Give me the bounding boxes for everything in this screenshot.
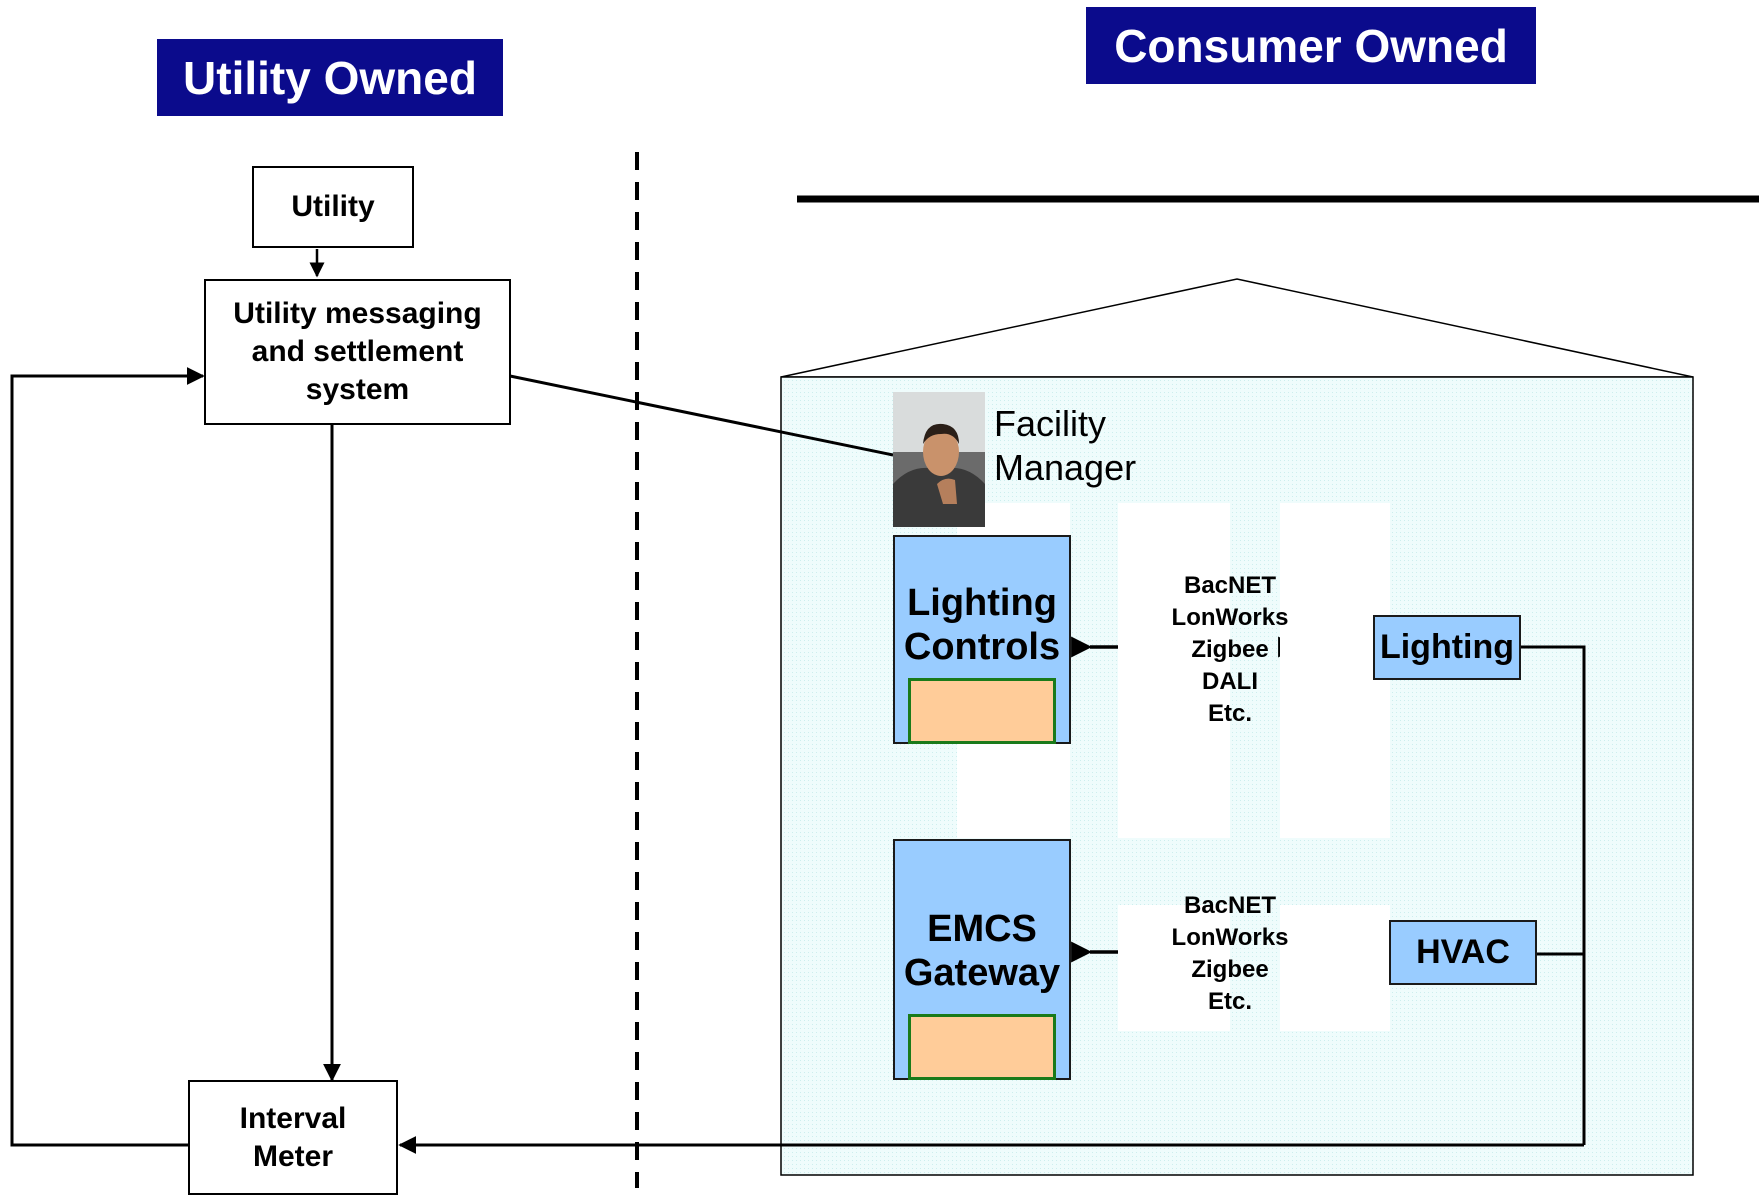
interval-line-2: Meter: [252, 1140, 334, 1173]
messaging-line-3: system: [305, 373, 410, 406]
protocol-item: BacNET: [1183, 572, 1277, 599]
hvac-box: HVAC: [1389, 920, 1537, 985]
protocol-item: BacNET: [1183, 892, 1277, 919]
lighting-controls-line-2: Controls: [903, 626, 1061, 668]
utility-label: Utility: [291, 190, 375, 224]
protocol-list-top: BacNET LonWorks Zigbee DALI Etc.: [1140, 570, 1320, 730]
interval-meter-box: Interval Meter: [188, 1080, 398, 1195]
facility-manager-photo: [893, 392, 985, 527]
protocol-item: Etc.: [1207, 988, 1252, 1015]
emcs-line-1: EMCS: [927, 908, 1037, 950]
facility-manager-line-1: Facility: [994, 403, 1107, 444]
lighting-controls-module: [908, 678, 1056, 744]
consumer-owned-banner: Consumer Owned: [1086, 7, 1536, 84]
utility-owned-label: Utility Owned: [183, 51, 477, 104]
utility-messaging-box: Utility messaging and settlement system: [204, 279, 511, 425]
protocol-item: LonWorks: [1171, 924, 1289, 951]
emcs-line-2: Gateway: [903, 952, 1061, 994]
protocol-item: Zigbee: [1191, 956, 1269, 983]
utility-box: Utility: [252, 166, 414, 248]
bg-panel: [1280, 503, 1390, 838]
emcs-gateway-module: [908, 1014, 1056, 1080]
hvac-label: HVAC: [1416, 933, 1510, 971]
protocol-item: DALI: [1202, 668, 1258, 695]
interval-line-1: Interval: [239, 1102, 347, 1135]
lighting-controls-line-1: Lighting: [907, 582, 1057, 624]
consumer-owned-label: Consumer Owned: [1114, 19, 1508, 72]
utility-owned-banner: Utility Owned: [157, 39, 503, 116]
protocol-list-bottom: BacNET LonWorks Zigbee Etc.: [1140, 890, 1320, 1018]
messaging-line-2: and settlement: [251, 335, 464, 368]
facility-manager-line-2: Manager: [994, 447, 1137, 488]
bg-panel: [1118, 905, 1230, 1031]
lighting-label: Lighting: [1379, 628, 1515, 666]
lighting-box: Lighting: [1373, 615, 1521, 680]
messaging-line-1: Utility messaging: [233, 297, 482, 330]
protocol-item: Etc.: [1207, 700, 1252, 727]
house-roof: [780, 278, 1694, 378]
bg-panel: [1118, 503, 1230, 838]
protocol-item: LonWorks: [1171, 604, 1289, 631]
facility-manager-label: Facility Manager: [994, 402, 1136, 490]
person-icon: [893, 392, 985, 527]
protocol-item: Zigbee: [1191, 636, 1269, 663]
bg-panel: [1280, 905, 1390, 1031]
